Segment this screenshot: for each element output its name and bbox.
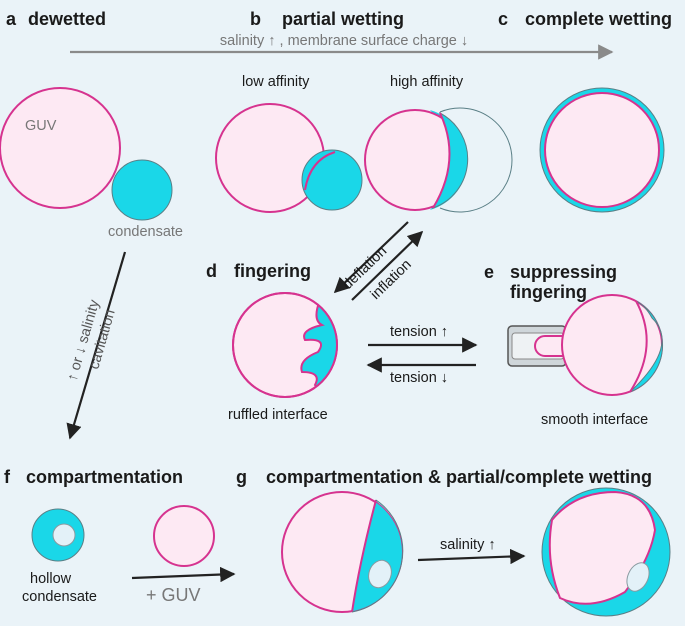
panel-f-guv <box>153 505 215 567</box>
add-guv-label: + GUV <box>146 585 201 605</box>
panel-a-letter: a <box>6 9 17 29</box>
panel-g-letter: g <box>236 467 247 487</box>
panel-b-low-affinity <box>215 103 363 213</box>
panel-e-guv <box>561 294 663 396</box>
panel-g-arrow-label: salinity ↑ <box>440 537 496 553</box>
panel-e-title-line1: suppressing <box>510 262 617 282</box>
top-arrow-label: salinity ↑ , membrane surface charge ↓ <box>220 33 468 49</box>
panel-g-complete-wetting <box>541 487 671 617</box>
ruffled-interface-label: ruffled interface <box>228 407 328 423</box>
cavitation-arrow <box>66 251 127 440</box>
panel-b-high-affinity <box>364 107 513 213</box>
panel-c-title: complete wetting <box>525 9 672 29</box>
panel-c-letter: c <box>498 9 508 29</box>
panel-a-condensate <box>111 159 173 221</box>
panel-b-title: partial wetting <box>282 9 404 29</box>
hollow-label-line1: hollow <box>30 571 72 587</box>
panel-e-letter: e <box>484 262 494 282</box>
panel-e-title-line2: fingering <box>510 282 587 302</box>
panel-d-title: fingering <box>234 261 311 281</box>
panel-d-letter: d <box>206 261 217 281</box>
salinity-up-arrow <box>417 548 526 565</box>
panel-g-title: compartmentation & partial/complete wett… <box>266 467 652 487</box>
panel-a-title: dewetted <box>28 9 106 29</box>
tension-down-label: tension ↓ <box>390 370 448 386</box>
panel-g-partial-wetting <box>281 491 404 613</box>
high-affinity-label: high affinity <box>390 74 464 90</box>
hollow-condensate <box>31 508 85 562</box>
tension-up-label: tension ↑ <box>390 324 448 340</box>
hollow-label-line2: condensate <box>22 589 97 605</box>
panel-c-guv <box>544 92 660 208</box>
panel-f-letter: f <box>4 467 11 487</box>
panel-d-fingering-guv <box>232 292 338 398</box>
add-guv-arrow <box>131 566 236 583</box>
micropipette <box>507 325 567 367</box>
inflation-arrow <box>351 230 424 301</box>
panel-b-letter: b <box>250 9 261 29</box>
smooth-interface-label: smooth interface <box>541 412 648 428</box>
guv-label: GUV <box>25 118 57 134</box>
panel-f-title: compartmentation <box>26 467 183 487</box>
low-affinity-label: low affinity <box>242 74 310 90</box>
panel-a-guv <box>0 87 121 209</box>
deflation-arrow <box>333 221 409 294</box>
condensate-label: condensate <box>108 224 183 240</box>
